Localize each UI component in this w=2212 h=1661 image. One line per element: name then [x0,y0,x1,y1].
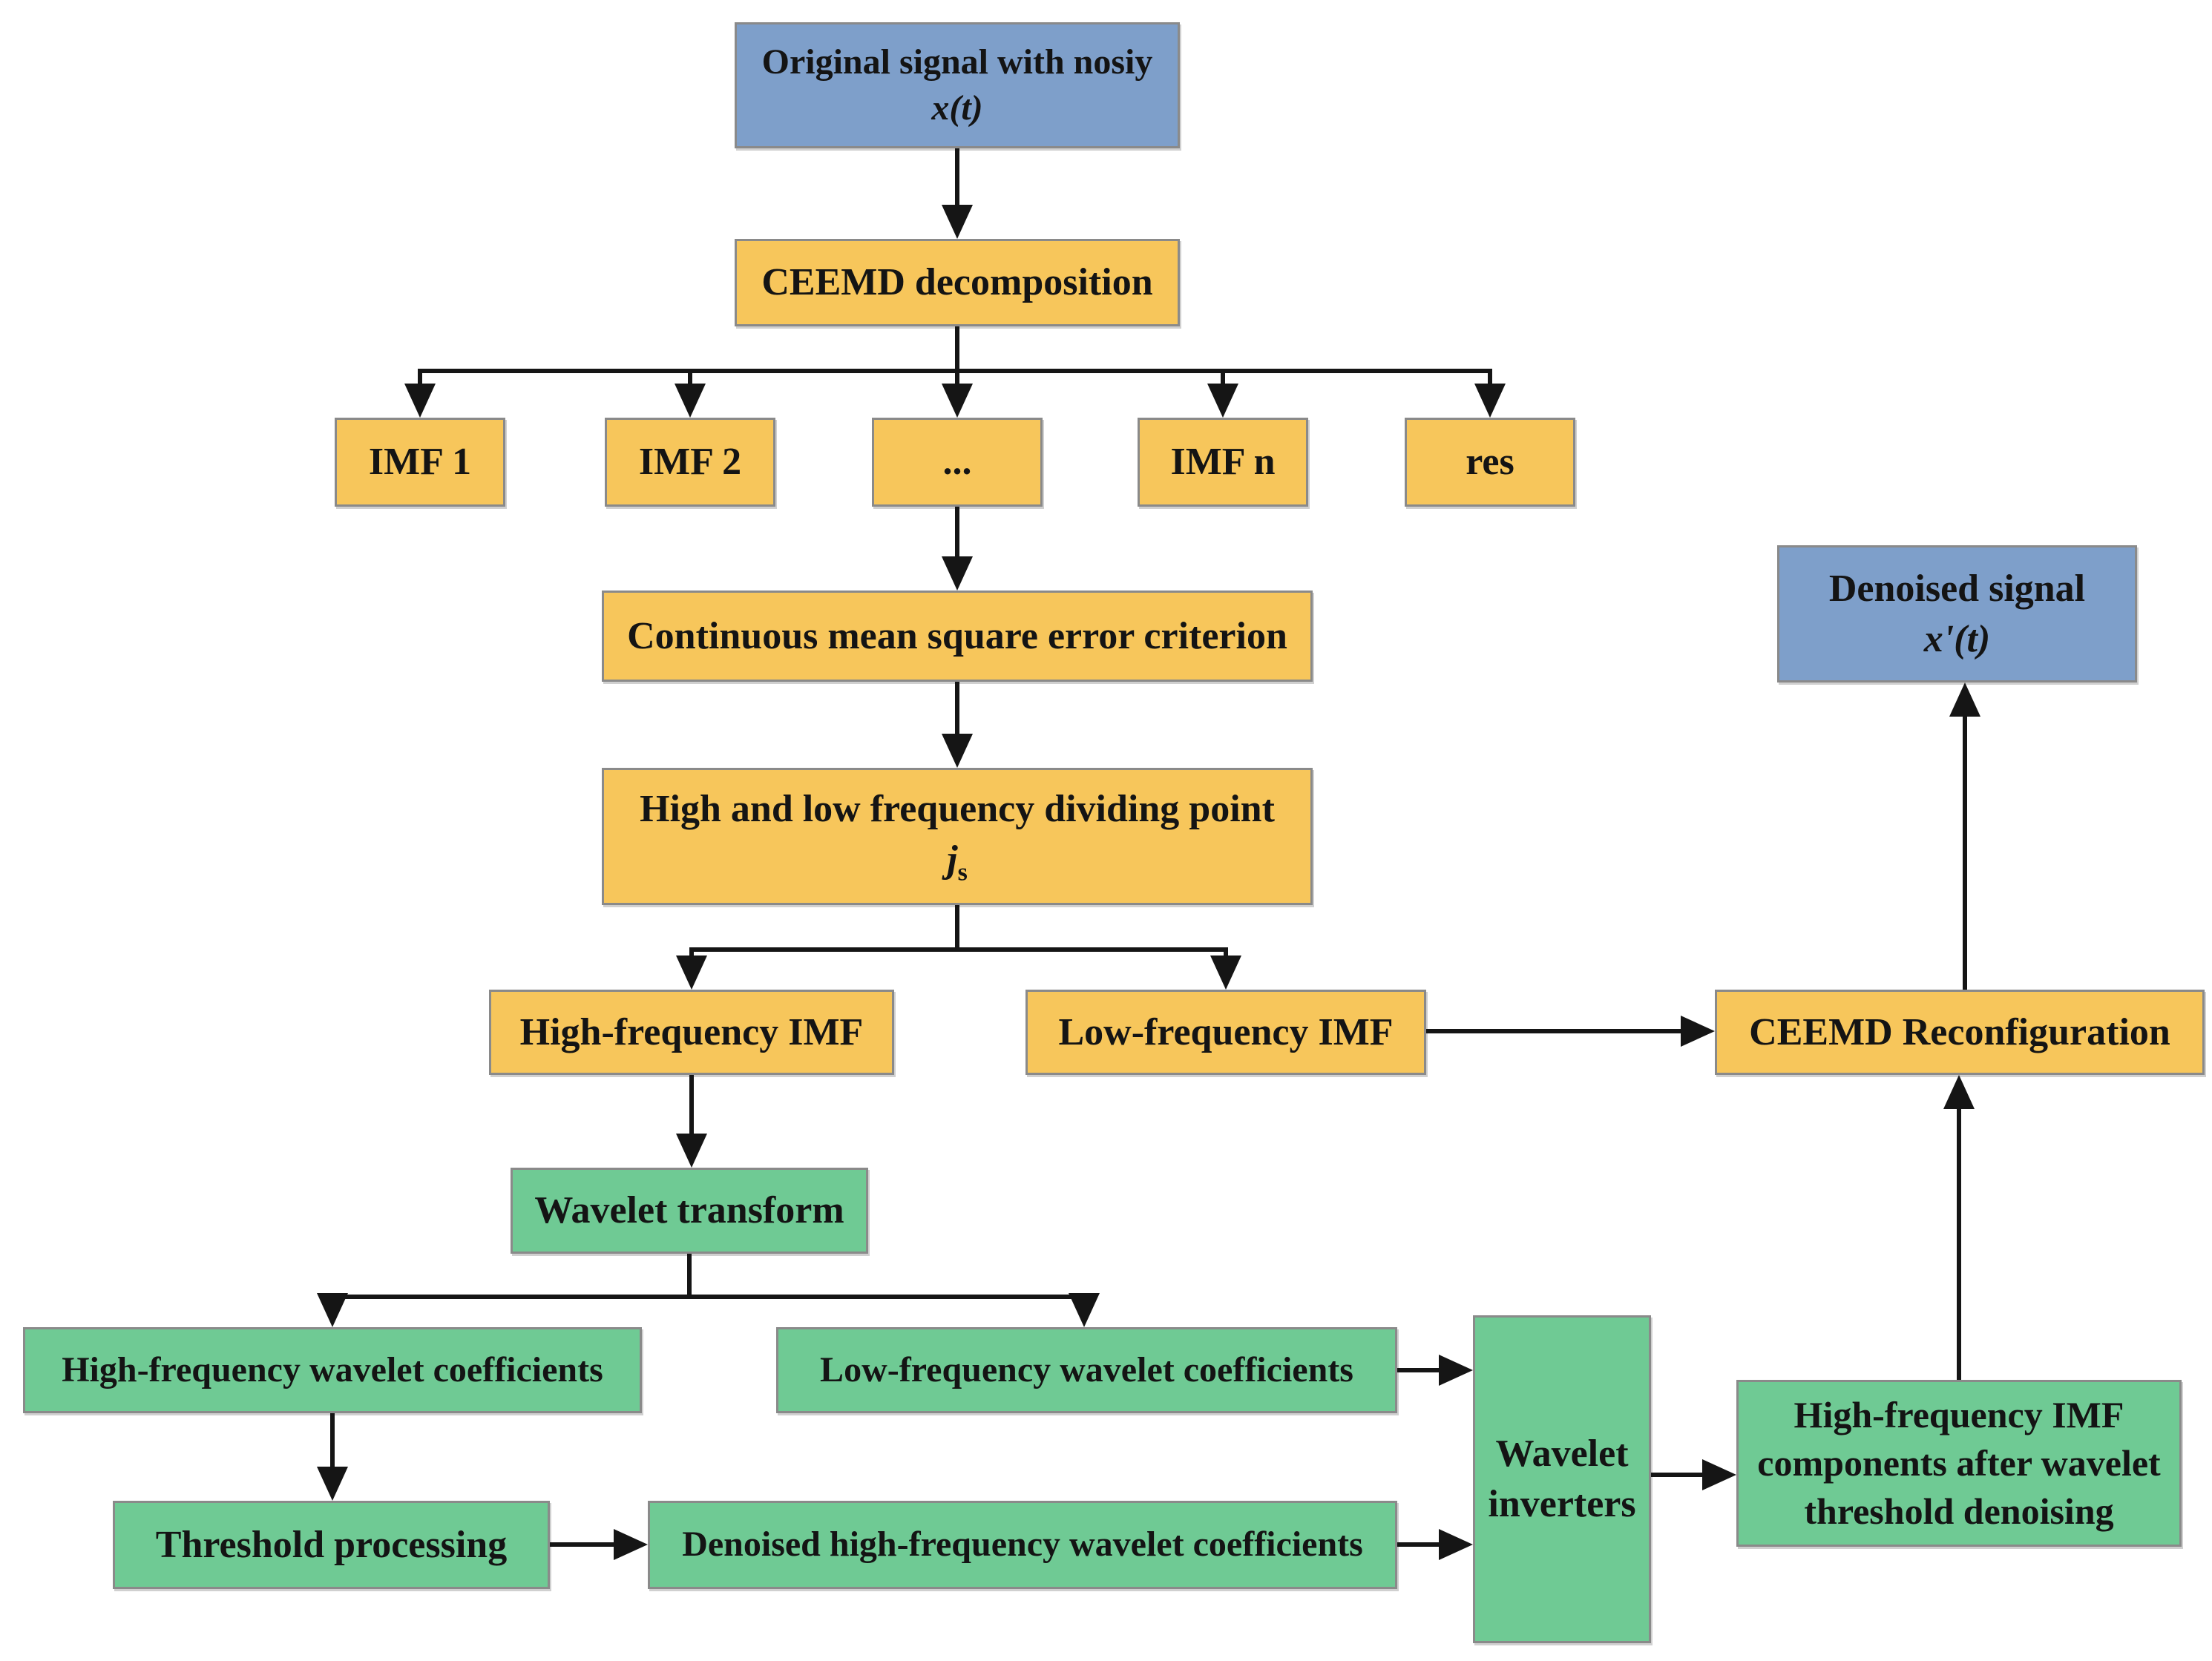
edge-rail-to-hfimf-line [689,947,694,959]
wavelet-inverters-label: Wavelet inverters [1488,1433,1636,1525]
denoised-hf-coefficients-label: Denoised high-frequency wavelet coeffici… [682,1524,1363,1565]
edge-rail-to-imfdots-arrowhead [942,384,973,418]
node-denoised-hf-coefficients: Denoised high-frequency wavelet coeffici… [648,1501,1397,1589]
edge-reconfig-to-denoised-line [1963,715,1967,990]
edge-rail-to-lfimf-arrowhead [1210,956,1241,990]
edge-hfimf-to-wavelet-arrowhead [676,1134,707,1168]
edge-rail-to-imf1-arrowhead [404,384,436,418]
edge-rail-to-imf1-line [418,369,422,388]
dividing-point-formula: js [947,838,968,886]
edge-rail-to-imfdots-line [955,369,959,388]
edge-denoisedcoeff-to-inverters-line [1397,1542,1442,1547]
node-imf-2: IMF 2 [605,418,775,507]
edge-reconfig-to-denoised-arrowhead [1949,683,1980,717]
edge-rail-to-imfn-arrowhead [1207,384,1238,418]
edge-cmse-to-dividing-line [955,682,959,736]
ceemd-reconfiguration-label: CEEMD Reconfiguration [1749,1010,2170,1053]
node-high-frequency-imf: High-frequency IMF [489,990,894,1075]
edge-lfimf-to-reconfig-line [1426,1029,1683,1033]
imf-1-label: IMF 1 [368,441,472,484]
imf-dots-label: ... [942,441,972,484]
edge-ceemd-to-rail-line [955,326,959,371]
edge-original-to-ceemd-arrowhead [942,205,973,239]
edge-imfdots-to-cmse-line [955,507,959,559]
node-res: res [1405,418,1575,507]
edge-hfcoeff-to-threshold-line [330,1413,335,1470]
edge-rail-to-hfcoeff-arrowhead [317,1293,348,1327]
original-signal-label: Original signal with nosiy [761,42,1153,82]
edge-rail-to-hfimf-arrowhead [676,956,707,990]
edge-rail-to-lfimf-line [1224,947,1228,959]
node-dividing-point: High and low frequency dividing point js [602,768,1313,905]
denoised-signal-formula: x'(t) [1923,617,1991,660]
edge-rail-to-lfcoeff-arrowhead [1069,1293,1100,1327]
edge-imfdots-to-cmse-arrowhead [942,556,973,591]
node-threshold-processing: Threshold processing [113,1501,550,1589]
node-imf-dots: ... [872,418,1043,507]
node-lf-wavelet-coefficients: Low-frequency wavelet coefficients [776,1327,1397,1413]
continuous-mse-criterion-label: Continuous mean square error criterion [627,614,1287,657]
dividing-point-text: High and low frequency dividing point js [640,784,1275,889]
threshold-processing-label: Threshold processing [155,1523,508,1566]
node-wavelet-transform: Wavelet transform [511,1168,868,1254]
edge-lfcoeff-to-inverters-arrowhead [1439,1355,1473,1386]
edge-rail-to-res-line [1488,369,1492,388]
denoised-signal-text: Denoised signal x'(t) [1829,564,2085,664]
imf-2-label: IMF 2 [638,441,742,484]
node-wavelet-inverters: Wavelet inverters [1473,1315,1651,1643]
edge-rail-to-imf2-arrowhead [675,384,706,418]
edge-dividing-to-rail-line [955,905,959,950]
edge-lfcoeff-to-inverters-line [1397,1368,1442,1372]
node-low-frequency-imf: Low-frequency IMF [1025,990,1426,1075]
original-signal-formula: x(t) [931,88,983,128]
node-continuous-mse-criterion: Continuous mean square error criterion [602,591,1313,682]
edge-lfimf-to-reconfig-arrowhead [1681,1016,1715,1047]
high-frequency-imf-label: High-frequency IMF [519,1010,864,1053]
edge-original-to-ceemd-line [955,148,959,208]
res-label: res [1466,441,1514,484]
edge-threshold-to-denoised-line [550,1542,617,1547]
coefficients-split-rail [330,1295,1089,1299]
edge-rail-to-imf2-line [688,369,692,388]
node-denoised-signal: Denoised signal x'(t) [1777,545,2137,683]
ceemd-decomposition-label: CEEMD decomposition [761,261,1153,304]
edge-hfcoeff-to-threshold-arrowhead [317,1467,348,1501]
edge-threshold-to-denoised-arrowhead [614,1529,648,1560]
denoised-signal-label: Denoised signal [1828,567,2086,610]
edge-rail-to-imfn-line [1221,369,1225,388]
node-hf-imf-components: High-frequency IMF components after wave… [1736,1380,2182,1547]
imf-split-rail [689,947,1228,952]
edge-inverters-to-components-line [1651,1473,1705,1477]
imf-n-label: IMF n [1170,441,1276,484]
edge-wavelet-to-rail-line [687,1254,692,1297]
node-imf-n: IMF n [1138,418,1308,507]
lf-wavelet-coefficients-label: Low-frequency wavelet coefficients [820,1349,1353,1389]
edge-cmse-to-dividing-arrowhead [942,734,973,768]
dividing-point-label: High and low frequency dividing point [640,787,1275,830]
node-ceemd-reconfiguration: CEEMD Reconfiguration [1715,990,2205,1075]
node-hf-wavelet-coefficients: High-frequency wavelet coefficients [23,1327,642,1413]
edge-components-to-reconfig-arrowhead [1943,1075,1975,1109]
edge-components-to-reconfig-line [1957,1108,1961,1380]
edge-inverters-to-components-arrowhead [1702,1459,1736,1490]
wavelet-transform-label: Wavelet transform [534,1189,844,1232]
edge-rail-to-res-arrowhead [1474,384,1506,418]
hf-imf-components-label: High-frequency IMF components after wave… [1757,1394,2161,1532]
low-frequency-imf-label: Low-frequency IMF [1058,1010,1394,1053]
edge-hfimf-to-wavelet-line [689,1075,694,1136]
original-signal-text: Original signal with nosiy x(t) [762,39,1153,132]
hf-wavelet-coefficients-label: High-frequency wavelet coefficients [62,1349,603,1389]
node-imf-1: IMF 1 [335,418,505,507]
node-original-signal: Original signal with nosiy x(t) [735,22,1180,148]
edge-denoisedcoeff-to-inverters-arrowhead [1439,1529,1473,1560]
node-ceemd-decomposition: CEEMD decomposition [735,239,1180,326]
